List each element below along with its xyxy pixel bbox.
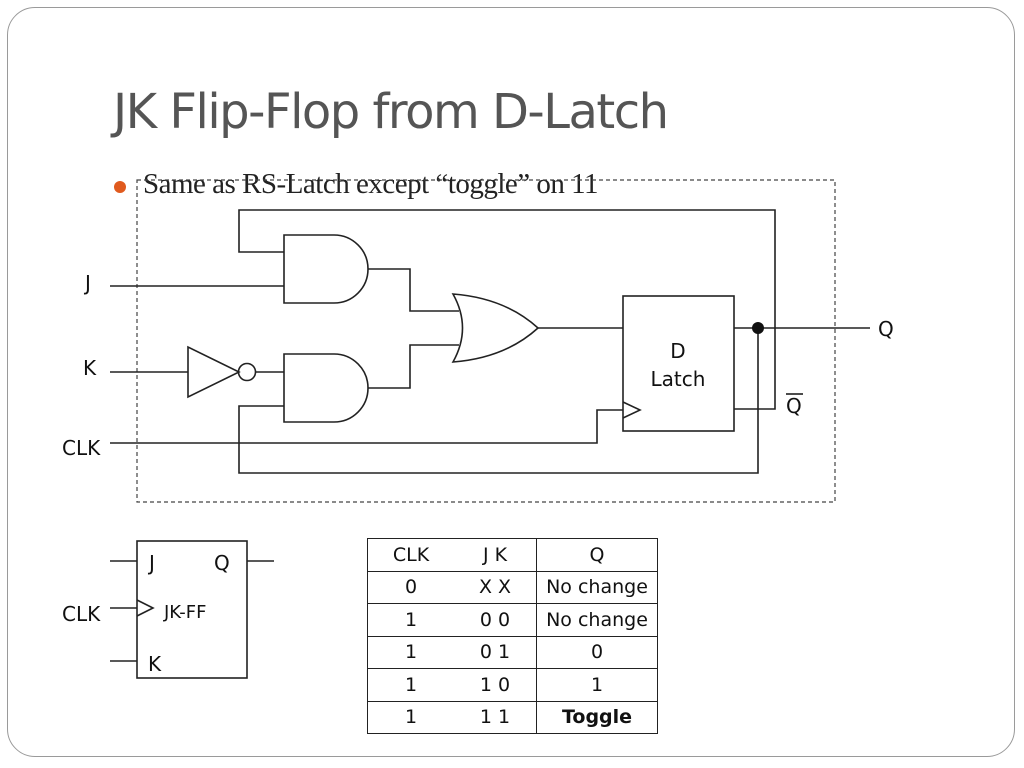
d-latch-label-latch: Latch — [651, 367, 706, 391]
and-gate-upper — [283, 234, 369, 304]
wire-qbar-feedback — [238, 209, 776, 410]
cell-q: No change — [536, 570, 658, 604]
cell-jk: X X — [454, 570, 537, 604]
bullet-dot — [114, 181, 126, 193]
table-row: 1 1 1 Toggle — [367, 700, 658, 734]
bullet-text: Same as RS-Latch except “toggle” on 11 — [143, 168, 599, 200]
label-q: Q — [878, 317, 894, 341]
header-q: Q — [536, 538, 658, 572]
table-row: 1 0 0 No change — [367, 603, 658, 637]
cell-jk: 0 0 — [454, 603, 537, 637]
table-row: 1 1 0 1 — [367, 668, 658, 702]
wire-and-lower-to-or — [368, 344, 459, 389]
cell-clk: 1 — [367, 635, 454, 669]
slide-title: JK Flip-Flop from D-Latch — [113, 84, 669, 140]
wire-and-upper-to-or — [368, 268, 459, 312]
table-row: 1 0 1 0 — [367, 635, 658, 669]
symbol-label-clk: CLK — [62, 602, 101, 626]
d-latch-label-d: D — [670, 339, 685, 363]
cell-q: 1 — [536, 668, 658, 702]
label-qbar: Q — [786, 394, 802, 418]
table-row: 0 X X No change — [367, 570, 658, 604]
header-clk: CLK — [367, 538, 454, 572]
wire-clk — [110, 409, 623, 444]
jk-ff-enclosure — [136, 179, 836, 503]
cell-clk: 1 — [367, 668, 454, 702]
clock-input-triangle — [622, 401, 642, 419]
label-clk: CLK — [62, 436, 101, 460]
symbol-clock-triangle — [136, 599, 155, 617]
cell-clk: 1 — [367, 700, 454, 734]
or-gate — [451, 293, 540, 363]
cell-q: 0 — [536, 635, 658, 669]
inverter-bubble — [237, 362, 257, 382]
and-gate-lower — [283, 353, 369, 423]
cell-q: No change — [536, 603, 658, 637]
truth-table: CLK J K Q 0 X X No change 1 0 0 No chang… — [367, 538, 658, 734]
jk-ff-symbol-box — [136, 540, 248, 679]
header-jk: J K — [454, 538, 537, 572]
symbol-label-k: K — [148, 652, 162, 676]
cell-jk: 0 1 — [454, 635, 537, 669]
cell-jk: 1 0 — [454, 668, 537, 702]
inverter — [187, 345, 241, 399]
cell-q-toggle: Toggle — [536, 700, 658, 734]
junction-dot — [752, 322, 764, 334]
d-latch-box — [622, 295, 735, 432]
symbol-label-name: JK-FF — [163, 602, 206, 623]
wire-q-feedback — [238, 328, 759, 474]
label-k: K — [83, 356, 97, 380]
cell-clk: 1 — [367, 603, 454, 637]
slide-frame — [7, 7, 1015, 757]
label-j: J — [83, 271, 91, 295]
cell-clk: 0 — [367, 570, 454, 604]
symbol-label-q: Q — [214, 551, 230, 575]
symbol-label-j: J — [147, 551, 155, 575]
table-header-row: CLK J K Q — [367, 538, 658, 572]
cell-jk: 1 1 — [454, 700, 537, 734]
